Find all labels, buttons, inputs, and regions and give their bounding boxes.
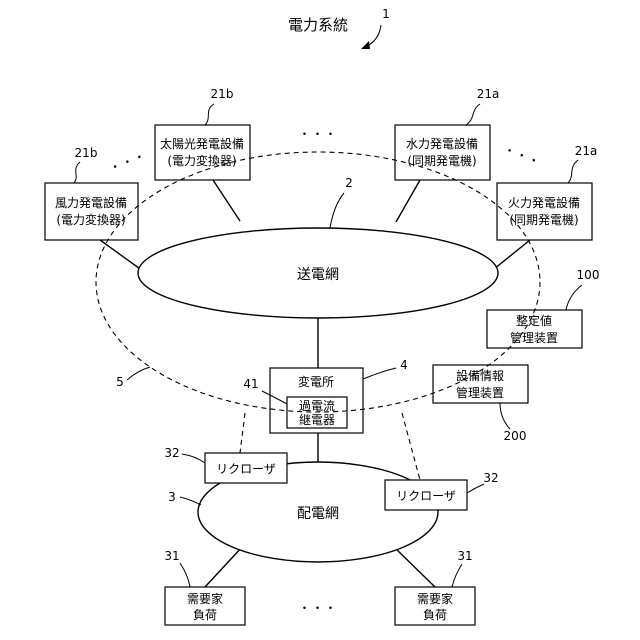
leader-load-right <box>452 564 462 587</box>
wind-plant-label: 風力発電設備 <box>55 195 127 210</box>
leader-recloser-right <box>467 484 484 493</box>
distribution-network-label: 配電網 <box>297 506 339 522</box>
ref-recloser-left: 32 <box>164 446 179 460</box>
ref-load-right: 31 <box>457 549 472 563</box>
ref-solar: 21b <box>211 87 234 101</box>
setting-manager-sublabel: 管理装置 <box>510 330 558 345</box>
ref-system: 1 <box>382 7 390 21</box>
continuation-bottom: ・・・ <box>298 601 337 615</box>
signal-recloser-right <box>402 413 420 480</box>
leader-hydro <box>466 104 480 125</box>
signal-recloser-left <box>240 413 245 453</box>
ref-transmission: 2 <box>345 176 353 190</box>
leader-solar <box>205 104 214 125</box>
wind-plant-sublabel: (電力変換器) <box>56 212 125 227</box>
continuation-right: ・・・ <box>501 142 542 170</box>
link-load-right <box>393 546 435 587</box>
overcurrent-relay-sublabel: 継電器 <box>299 412 335 427</box>
hydro-plant-sublabel: (同期発電機) <box>407 153 476 168</box>
substation-label: 変電所 <box>298 374 334 389</box>
solar-plant-sublabel: (電力変換器) <box>167 153 236 168</box>
load-left-label: 需要家 <box>187 591 223 606</box>
link-solar <box>213 180 240 221</box>
ref-wind: 21b <box>75 146 98 160</box>
continuation-top: ・・・ <box>298 127 337 141</box>
ref-recloser-right: 32 <box>483 471 498 485</box>
leader-setting-manager <box>566 285 582 310</box>
continuation-left: ・・・ <box>107 148 148 176</box>
equipment-manager-sublabel: 管理装置 <box>456 385 504 400</box>
recloser-right-label: リクローザ <box>396 489 456 503</box>
diagram-title: 電力系統 <box>288 16 348 34</box>
leader-substation <box>363 368 396 379</box>
leader-thermal <box>568 160 578 183</box>
transmission-network-label: 送電網 <box>297 267 339 283</box>
leader-transmission <box>330 193 344 228</box>
load-right-label: 需要家 <box>417 591 453 606</box>
ref-thermal: 21a <box>575 144 598 158</box>
ref-setting-manager: 100 <box>577 268 600 282</box>
leader-wind <box>74 162 80 183</box>
ref-substation: 4 <box>400 358 408 372</box>
thermal-plant-label: 火力発電設備 <box>508 195 580 210</box>
leader-load-left <box>180 563 190 587</box>
thermal-plant-box <box>497 183 592 240</box>
link-load-left <box>205 546 243 587</box>
ref-distribution: 3 <box>168 490 176 504</box>
solar-plant-box <box>155 125 250 180</box>
system-arrow-head <box>361 41 370 49</box>
leader-distribution <box>180 497 201 505</box>
link-thermal <box>494 240 530 269</box>
ref-equipment-manager: 200 <box>504 429 527 443</box>
ref-hydro: 21a <box>477 87 500 101</box>
leader-recloser-left <box>182 454 205 463</box>
ref-load-left: 31 <box>164 549 179 563</box>
ref-region: 5 <box>116 375 124 389</box>
setting-manager-label: 整定値 <box>516 313 552 328</box>
load-right-sublabel: 負荷 <box>423 608 447 622</box>
link-wind <box>100 240 143 271</box>
link-hydro <box>396 180 420 222</box>
hydro-plant-label: 水力発電設備 <box>406 136 478 151</box>
leader-region <box>127 367 150 380</box>
solar-plant-label: 太陽光発電設備 <box>160 136 244 151</box>
thermal-plant-sublabel: (同期発電機) <box>509 212 578 227</box>
wind-plant-box <box>45 183 138 240</box>
hydro-plant-box <box>395 125 490 180</box>
overcurrent-relay-label: 過電流 <box>299 399 335 413</box>
load-left-sublabel: 負荷 <box>193 608 217 622</box>
leader-equipment-manager <box>500 403 510 429</box>
recloser-left-label: リクローザ <box>216 462 276 476</box>
ref-relay: 41 <box>243 377 258 391</box>
